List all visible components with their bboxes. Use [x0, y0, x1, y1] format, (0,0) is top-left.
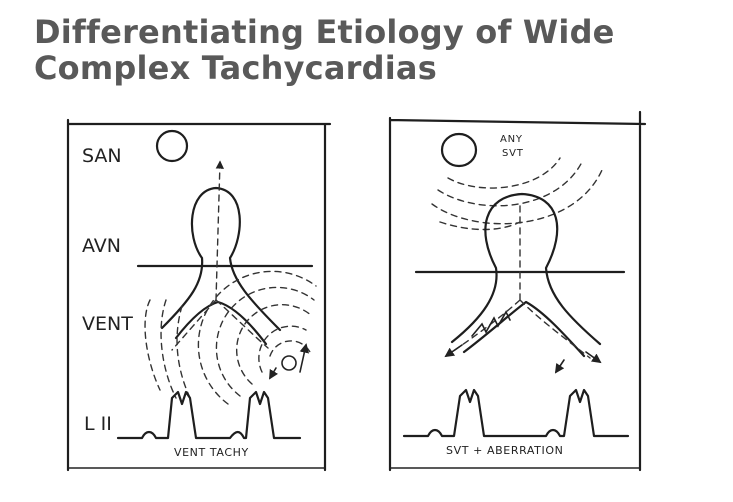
left-panel: SAN AVN VENT L II VENT TACHY [66, 118, 332, 472]
focus-arrow [299, 343, 310, 373]
label-avn: AVN [82, 235, 121, 257]
label-vent: VENT [82, 313, 133, 335]
svt-wavefronts [431, 157, 603, 231]
left-panel-frame [66, 118, 332, 472]
arrow-right-bundle [585, 351, 602, 364]
ventricular-wavefronts [144, 270, 317, 405]
title-line-1: Differentiating Etiology of Wide [34, 13, 615, 51]
label-san: SAN [82, 145, 122, 167]
caption-svt-aberration: SVT + ABERRATION [446, 444, 563, 457]
retrograde-path-branches [171, 299, 269, 351]
sa-node-circle [155, 129, 189, 163]
ventricular-focus-circle [281, 355, 297, 371]
arrow-mid [554, 359, 565, 374]
aberrant-block-zigzag [471, 310, 511, 337]
focus-arrow-2 [269, 367, 279, 380]
label-lead-ii: L II [84, 413, 112, 435]
av-node-bundle-shape-right [450, 192, 602, 358]
caption-vent-tachy: VENT TACHY [174, 446, 249, 459]
arrow-left-bundle [444, 344, 463, 358]
retrograde-arrow [215, 160, 225, 301]
right-panel-frame [388, 110, 647, 472]
label-svt: SVT [502, 148, 524, 159]
ecg-trace-svt-aberration [402, 388, 630, 438]
right-panel: ANY SVT SVT + ABERRATION [388, 110, 647, 472]
title-line-2: Complex Tachycardias [34, 49, 437, 87]
ecg-trace-vent-tachy [116, 390, 302, 440]
label-any: ANY [500, 134, 523, 145]
svt-focus-circle [440, 132, 478, 168]
slide-title: Differentiating Etiology of Wide Complex… [34, 14, 615, 86]
